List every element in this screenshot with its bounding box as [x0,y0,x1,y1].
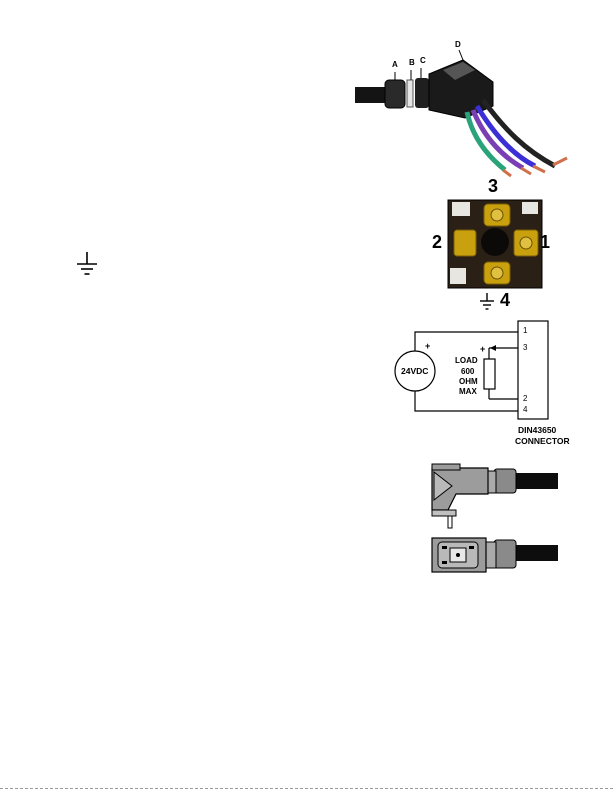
load-line-2: 600 [461,367,474,376]
ground-icon [72,250,102,280]
pin-4-label: 4 [500,290,510,311]
label-b: B [409,58,415,67]
terminal-block-drawing [446,198,544,290]
connector-line-2: CONNECTOR [515,436,570,446]
load-line-3: OHM [459,377,478,386]
page-bottom-rule [0,788,613,789]
connector-front-view [428,536,558,574]
load-line-1: LOAD [455,356,478,365]
terminal-3: 3 [523,343,527,352]
ground-icon [478,292,496,312]
label-a: A [392,60,398,69]
pin-3-label: 3 [488,176,498,197]
label-d: D [455,40,461,49]
pin-2-label: 2 [432,232,442,253]
terminal-block-figure: 3 2 1 4 [428,176,578,316]
load-polarity: + [480,344,485,354]
connector-side-view [428,462,558,530]
supply-label: 24VDC [401,366,428,376]
terminal-4: 4 [523,405,527,414]
supply-polarity: + [425,341,430,351]
terminal-1: 1 [523,326,527,335]
terminal-2: 2 [523,394,527,403]
label-c: C [420,56,426,65]
cable-connector-figure: A B C D [355,40,600,180]
wiring-diagram: 24VDC + + LOAD 600 OHM MAX 1 3 2 4 DIN43… [388,318,588,458]
load-line-4: MAX [459,387,477,396]
connector-line-1: DIN43650 [518,425,556,435]
